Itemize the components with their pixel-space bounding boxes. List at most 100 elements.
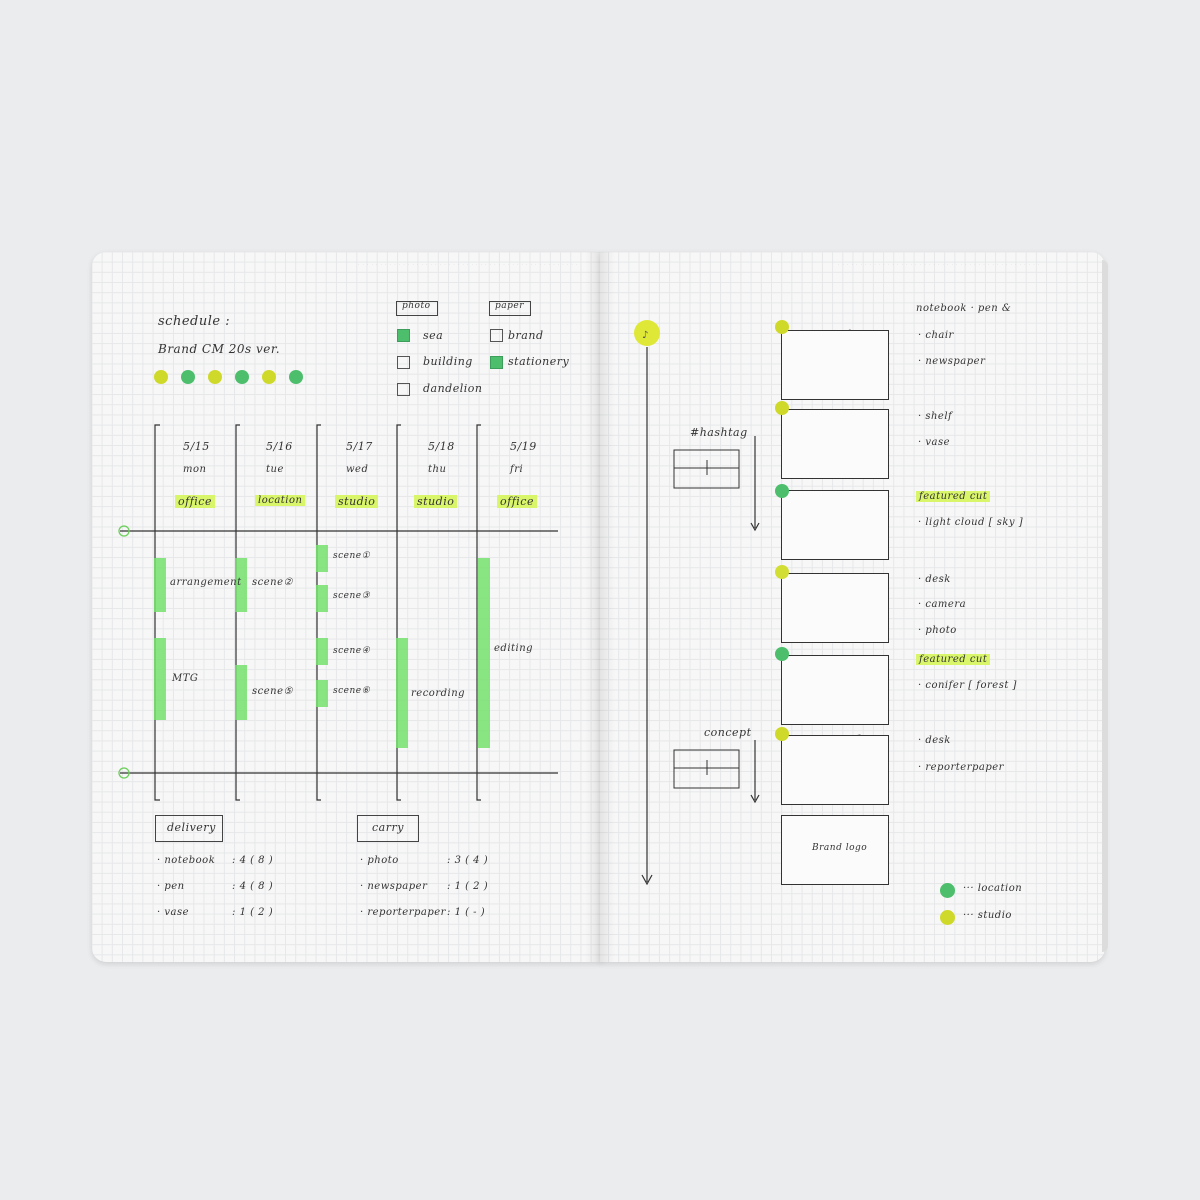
photo-legend-header-box bbox=[396, 301, 438, 316]
studio-dot bbox=[775, 401, 789, 415]
task-bar bbox=[316, 545, 328, 572]
schedule-subtitle: Brand CM 20s ver. bbox=[158, 342, 281, 356]
note: · light cloud [ sky ] bbox=[918, 517, 1024, 528]
note: · chair bbox=[918, 330, 954, 341]
note: · photo bbox=[918, 625, 957, 636]
task-editing: editing bbox=[494, 643, 534, 654]
task-bar bbox=[316, 585, 328, 612]
bottom-rule-marker bbox=[118, 767, 130, 779]
day-name: mon bbox=[183, 464, 207, 475]
legend-brand: brand bbox=[508, 329, 544, 342]
day-name: thu bbox=[428, 464, 447, 475]
carry-value: : 1 ( 2 ) bbox=[447, 881, 489, 892]
note: · reporterpaper bbox=[918, 762, 1004, 773]
delivery-item: · vase bbox=[157, 907, 190, 918]
day-name: wed bbox=[346, 464, 369, 475]
delivery-value: : 4 ( 8 ) bbox=[232, 881, 274, 892]
green-dot bbox=[235, 370, 249, 384]
top-rule-marker bbox=[118, 525, 130, 537]
storyboard-frame-3 bbox=[781, 490, 889, 560]
task-bar bbox=[316, 638, 328, 665]
day-date: 5/19 bbox=[510, 440, 537, 453]
hashtag-arrow-icon bbox=[750, 522, 760, 532]
photo-legend-header: photo bbox=[402, 301, 431, 311]
legend-location-dot bbox=[940, 883, 955, 898]
legend-stationery: stationery bbox=[508, 355, 570, 368]
studio-dot bbox=[775, 565, 789, 579]
storyboard-frame-4 bbox=[781, 573, 889, 643]
task-scene2: scene② bbox=[252, 577, 293, 588]
day-name: fri bbox=[510, 464, 524, 475]
day-place: studio bbox=[335, 495, 379, 508]
day-place: location bbox=[255, 495, 306, 506]
checkbox-sea bbox=[397, 329, 410, 342]
green-dot bbox=[289, 370, 303, 384]
paper-legend-header: paper bbox=[495, 301, 525, 311]
location-dot bbox=[775, 484, 789, 498]
paper-legend-header-box bbox=[489, 301, 531, 316]
column-bracket bbox=[396, 424, 401, 801]
note: notebook · pen & bbox=[916, 303, 1012, 314]
task-scene5: scene⑤ bbox=[252, 686, 293, 697]
yellow-dot bbox=[208, 370, 222, 384]
green-dot bbox=[181, 370, 195, 384]
checkbox-brand bbox=[490, 329, 503, 342]
day-date: 5/18 bbox=[428, 440, 455, 453]
legend-studio-label: ··· studio bbox=[963, 910, 1012, 921]
note: · conifer [ forest ] bbox=[918, 680, 1017, 691]
note: · vase bbox=[918, 437, 951, 448]
day-place: office bbox=[175, 495, 215, 508]
checkbox-building bbox=[397, 356, 410, 369]
studio-dot bbox=[775, 320, 789, 334]
delivery-item: · notebook bbox=[157, 855, 216, 866]
task-recording: recording bbox=[411, 688, 466, 699]
note: · newspaper bbox=[918, 356, 986, 367]
task-scene3: scene③ bbox=[333, 591, 371, 601]
day-date: 5/16 bbox=[266, 440, 293, 453]
hashtag-card-sketch bbox=[673, 449, 740, 489]
carry-box bbox=[357, 815, 419, 842]
delivery-box bbox=[155, 815, 223, 842]
task-mtg: MTG bbox=[172, 673, 199, 684]
note-featured: featured cut bbox=[916, 654, 991, 665]
note-featured: featured cut bbox=[916, 491, 991, 502]
storyboard-frame-5 bbox=[781, 655, 889, 725]
storyboard-frame-1 bbox=[781, 330, 889, 400]
note: · desk bbox=[918, 735, 951, 746]
legend-dandelion: dandelion bbox=[423, 382, 483, 395]
storyboard-frame-7 bbox=[781, 815, 889, 885]
storyboard-frame-6 bbox=[781, 735, 889, 805]
timeline-arrow-icon bbox=[641, 874, 653, 886]
day-place: office bbox=[497, 495, 537, 508]
note: · camera bbox=[918, 599, 967, 610]
month-tabs-left: · · · · · · · · · · · · · · · · · · · · … bbox=[358, 262, 579, 267]
note: · shelf bbox=[918, 411, 953, 422]
location-dot bbox=[775, 647, 789, 661]
task-scene4: scene④ bbox=[333, 646, 371, 656]
legend-studio-dot bbox=[940, 910, 955, 925]
delivery-value: : 4 ( 8 ) bbox=[232, 855, 274, 866]
day-place: studio bbox=[414, 495, 458, 508]
timeline-start-dot bbox=[634, 320, 660, 346]
legend-building: building bbox=[423, 355, 473, 368]
task-bar bbox=[154, 638, 166, 720]
month-tabs-right: · · · · · · · · · · · · · · · · · · · · … bbox=[838, 262, 1041, 267]
carry-value: : 3 ( 4 ) bbox=[447, 855, 489, 866]
gutter bbox=[585, 252, 615, 962]
carry-item: · newspaper bbox=[360, 881, 428, 892]
note: · desk bbox=[918, 574, 951, 585]
legend-sea: sea bbox=[423, 329, 444, 342]
task-bar bbox=[235, 665, 247, 720]
music-note-icon: ♪ bbox=[642, 330, 648, 341]
delivery-item: · pen bbox=[157, 881, 185, 892]
task-scene1: scene① bbox=[333, 551, 371, 561]
concept-label: concept bbox=[704, 726, 752, 739]
storyboard-frame-2 bbox=[781, 409, 889, 479]
task-bar bbox=[154, 558, 166, 612]
column-bracket bbox=[235, 424, 240, 801]
day-name: tue bbox=[266, 464, 284, 475]
concept-card-sketch bbox=[673, 749, 740, 789]
task-bar bbox=[235, 558, 247, 612]
